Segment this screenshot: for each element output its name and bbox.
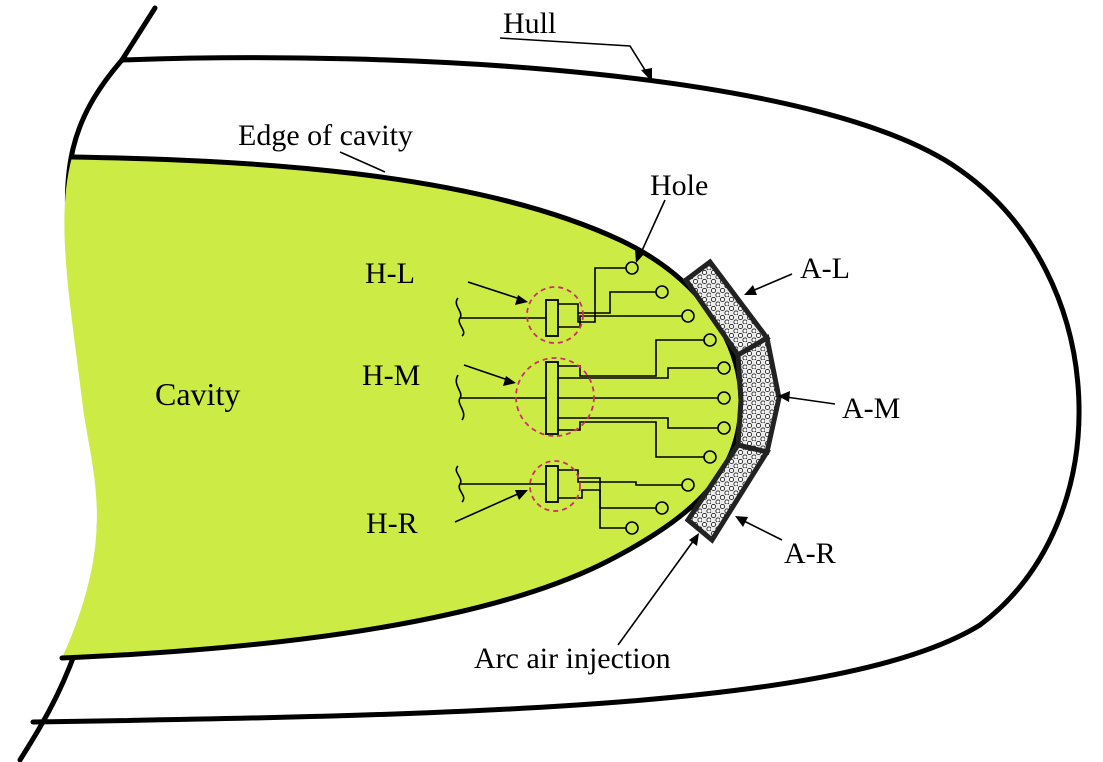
hole [625, 521, 639, 535]
hole [717, 361, 731, 375]
labels: Hull Edge of cavity Hole Cavity H-L H-M … [155, 7, 900, 675]
label-h-r: H-R [366, 507, 418, 540]
manifold-h-m [545, 361, 559, 435]
label-h-l: H-L [365, 257, 415, 290]
hole [681, 478, 695, 492]
hole-group-ring-h-l [526, 286, 584, 344]
hole [655, 285, 669, 299]
arc-air-injector [682, 258, 782, 544]
hole [681, 309, 695, 323]
cavity-region [62, 157, 741, 658]
label-a-r: A-R [784, 537, 836, 570]
leader-lines [339, 37, 836, 646]
label-hole: Hole [650, 169, 708, 202]
hole [717, 391, 731, 405]
hole-group-ring-h-r [529, 460, 581, 512]
manifold-h-l [545, 299, 559, 337]
hole-group-ring-h-m [515, 357, 595, 437]
hole-wiring [455, 261, 731, 535]
label-hull: Hull [503, 7, 556, 40]
injector-segment-a-r [684, 442, 771, 544]
label-a-m: A-M [842, 392, 900, 425]
label-h-m: H-M [362, 359, 420, 392]
label-a-l: A-L [800, 252, 850, 285]
label-arc-air-injection: Arc air injection [474, 642, 671, 675]
hole [703, 333, 717, 347]
hole [625, 261, 639, 275]
label-cavity: Cavity [155, 376, 240, 412]
hole [655, 501, 669, 515]
injector-segment-a-m [735, 334, 782, 456]
hole [703, 450, 717, 464]
label-edge-of-cavity: Edge of cavity [238, 119, 413, 152]
hole [717, 421, 731, 435]
manifold-h-r [545, 465, 559, 503]
